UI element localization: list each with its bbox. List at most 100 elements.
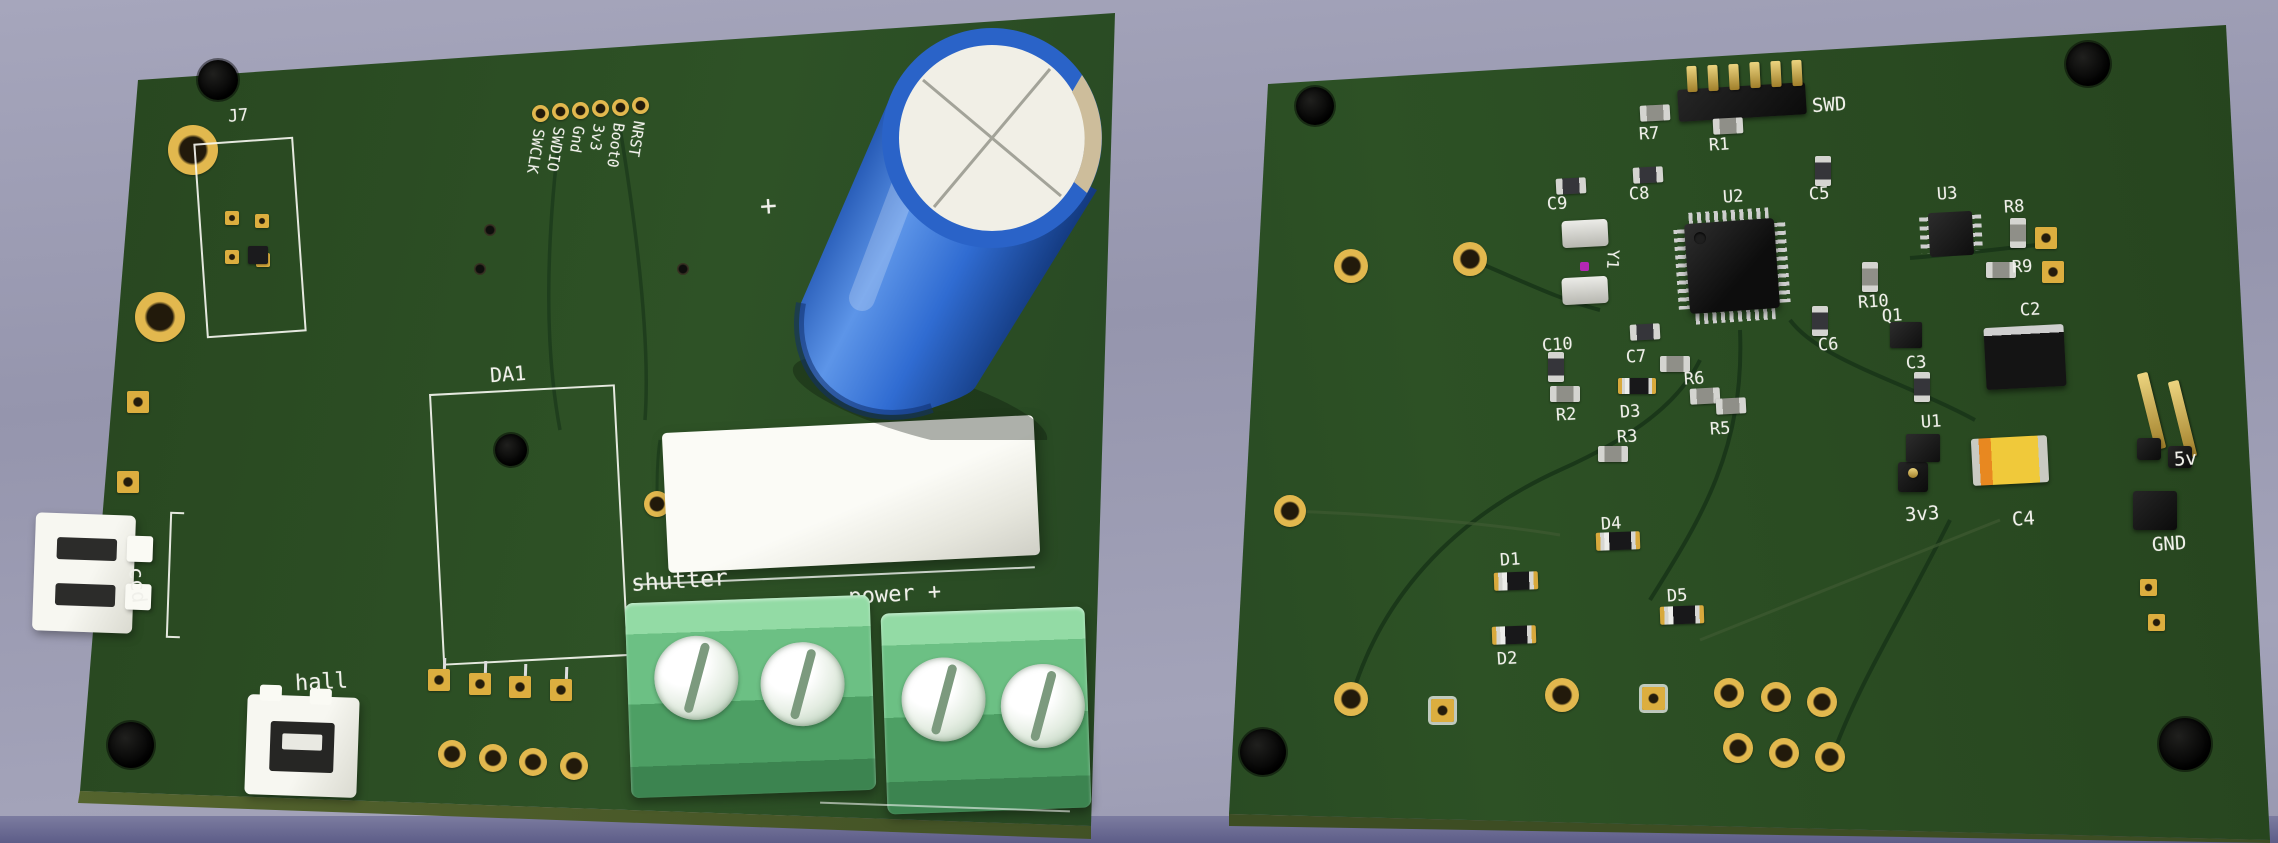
refdes-u1: U1 xyxy=(1920,411,1943,433)
y1-crystal-pad xyxy=(1561,275,1609,306)
gold-pad xyxy=(255,214,269,228)
refdes-c3: C3 xyxy=(1905,352,1928,374)
refdes-d3: D3 xyxy=(1619,401,1642,423)
refdes-c8: C8 xyxy=(1628,183,1651,205)
silkscreen-3v3-pin: 3v3 xyxy=(1904,501,1940,527)
smd-capacitor xyxy=(1632,166,1664,184)
q1-transistor xyxy=(1890,322,1922,348)
smd-resistor xyxy=(1715,397,1747,415)
refdes-c4: C4 xyxy=(2011,507,2036,531)
header-pin xyxy=(1749,61,1761,89)
mounting-hole xyxy=(1240,729,1286,775)
refdes-r9: R9 xyxy=(2011,256,2034,278)
c4-tantalum-capacitor xyxy=(1970,435,2050,486)
smd-capacitor xyxy=(1548,352,1564,382)
gold-pad xyxy=(1642,687,1665,710)
smd-capacitor xyxy=(1629,323,1661,341)
gold-pad xyxy=(117,471,139,493)
header-pin xyxy=(1770,60,1782,88)
gold-pad xyxy=(1453,242,1487,276)
refdes-c6: C6 xyxy=(1817,334,1840,356)
gold-pad xyxy=(1334,249,1368,283)
refdes-r7: R7 xyxy=(1638,123,1661,145)
refdes-u2: U2 xyxy=(1722,186,1745,208)
gold-pad xyxy=(1723,733,1753,763)
u3-soic-chip xyxy=(1919,210,1983,258)
gnd-pin-base xyxy=(2133,491,2177,530)
header-pin xyxy=(1791,59,1803,87)
gold-pad xyxy=(519,748,547,776)
refdes-r8: R8 xyxy=(2003,196,2026,218)
mounting-hole xyxy=(2066,42,2110,86)
header-pin xyxy=(1686,65,1698,93)
gold-pad xyxy=(1761,682,1791,712)
refdes-c2: C2 xyxy=(2019,299,2042,321)
via xyxy=(474,263,486,275)
via xyxy=(484,224,496,236)
gold-pad xyxy=(1545,678,1579,712)
refdes-r5: R5 xyxy=(1709,418,1732,440)
breakout-pad xyxy=(552,103,569,120)
electrolytic-capacitor xyxy=(792,28,1102,440)
gold-pad xyxy=(168,125,218,175)
smd-resistor xyxy=(1639,104,1671,122)
magenta-via xyxy=(1580,262,1589,271)
3v3-pin xyxy=(1908,468,1918,478)
smd-resistor xyxy=(2010,218,2026,248)
gold-pad xyxy=(428,669,450,691)
refdes-u3: U3 xyxy=(1936,183,1959,205)
gold-pad xyxy=(509,676,531,698)
refdes-d1: D1 xyxy=(1499,549,1522,571)
smd-diode xyxy=(1659,605,1705,625)
refdes-c5: C5 xyxy=(1808,183,1831,205)
da1-heatsink-hole xyxy=(495,434,527,466)
header-pin xyxy=(1707,64,1719,92)
gold-pad xyxy=(2042,261,2064,283)
smd-diode xyxy=(1618,378,1656,394)
refdes-c10: C10 xyxy=(1541,334,1574,356)
refdes-d2: D2 xyxy=(1496,648,1519,670)
gold-pad xyxy=(469,673,491,695)
gold-pad xyxy=(438,740,466,768)
u1-regulator xyxy=(1906,434,1940,462)
gold-pad xyxy=(225,211,239,225)
smd-component xyxy=(248,246,268,264)
smd-capacitor xyxy=(1555,177,1587,195)
smd-capacitor xyxy=(1815,156,1831,186)
silkscreen-5v-pin: 5v xyxy=(2173,447,2198,471)
silkscreen-swd: SWD xyxy=(1811,92,1847,118)
gold-pad xyxy=(479,744,507,772)
refdes-r1: R1 xyxy=(1708,134,1731,156)
smd-diode xyxy=(1493,571,1539,591)
mounting-hole xyxy=(2159,718,2211,770)
gold-pad xyxy=(550,679,572,701)
gold-pad xyxy=(1714,678,1744,708)
gold-pad xyxy=(1807,687,1837,717)
refdes-r3: R3 xyxy=(1616,426,1639,448)
breakout-pad xyxy=(532,105,549,122)
gold-pad xyxy=(1274,495,1306,527)
gold-pad xyxy=(2148,614,2165,631)
smd-resistor xyxy=(1712,117,1744,135)
gold-pad xyxy=(2140,579,2157,596)
refdes-q1: Q1 xyxy=(1881,305,1904,327)
refdes-c9: C9 xyxy=(1546,193,1569,215)
gold-pad xyxy=(1815,742,1845,772)
refdes-r6: R6 xyxy=(1683,368,1706,390)
u2-mcu-chip xyxy=(1672,206,1792,326)
gold-pad xyxy=(560,752,588,780)
refdes-y1: Y1 xyxy=(1603,249,1623,270)
smd-resistor xyxy=(1660,356,1690,372)
refdes-r2: R2 xyxy=(1555,404,1578,426)
5v-pin-base xyxy=(2137,438,2161,460)
refdes-d5: D5 xyxy=(1666,585,1689,607)
refdes-d4: D4 xyxy=(1600,513,1623,535)
smd-resistor xyxy=(1550,386,1580,402)
breakout-pad xyxy=(612,99,629,116)
mounting-hole xyxy=(1296,87,1334,125)
gold-pad xyxy=(1431,699,1454,722)
gold-pad xyxy=(225,250,239,264)
